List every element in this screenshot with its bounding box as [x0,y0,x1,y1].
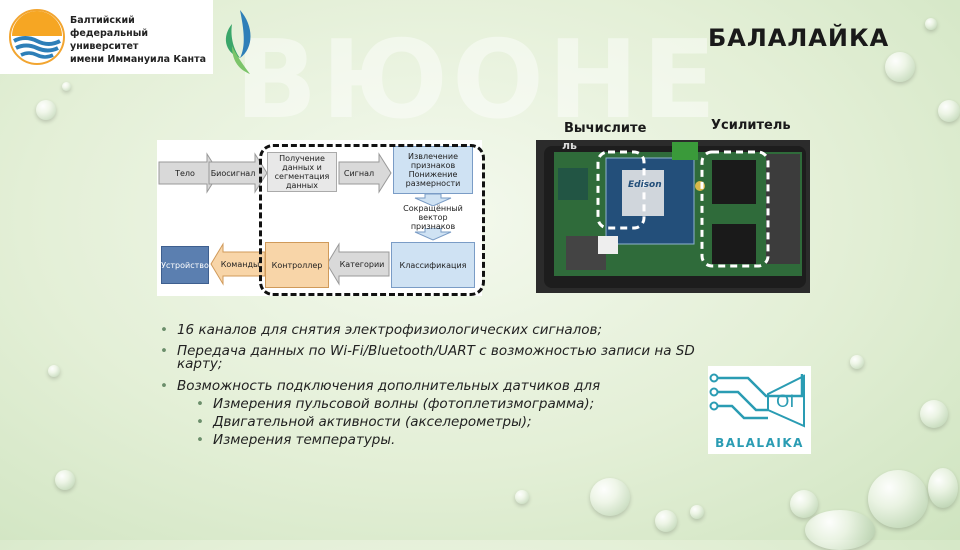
balalaika-logo-mark: OI [776,392,795,412]
water-drop [62,82,71,91]
edison-chip-label: Edison [628,180,662,190]
bullet-icon: • [160,378,168,394]
diagram-block-biosignal: Биосигнал [210,168,256,178]
water-drop [805,510,875,550]
bullet-icon: • [160,343,168,359]
diagram-block-features: Извлечение признаков Понижение размернос… [393,146,473,194]
bullet-icon: • [196,414,204,430]
leaf-emblem-icon [225,10,251,74]
list-item-text: Двигательной активности (акселерометры); [212,414,532,430]
block-diagram: Тело Биосигнал Получение данных и сегмен… [157,140,485,296]
diagram-block-device: Устройство [161,246,209,284]
board-photo: Edison [536,140,810,293]
diagram-dashed-outline [259,144,485,296]
water-drop [850,355,864,369]
balalaika-logo-wordmark: BALALAIKA [715,436,804,450]
list-item-text: Передача данных по Wi-Fi/Bluetooth/UART … [176,343,695,359]
list-item: • Измерения температуры. [196,432,395,448]
diagram-block-commands: Команды [220,259,260,269]
list-item: • Измерения пульсовой волны (фотоплетизмо… [196,396,594,412]
bullet-icon: • [196,396,204,412]
list-item: карту; [177,356,222,372]
diagram-block-classify: Классификация [391,242,475,288]
water-drop [885,52,915,82]
board-photo-illustration [536,140,810,293]
water-drop [790,490,818,518]
water-drop [48,365,60,377]
water-drop [868,470,928,528]
computer-label-text: Вычислите [564,121,647,136]
water-drop [55,470,75,490]
diagram-block-categories: Категории [339,259,385,269]
water-drop [36,100,56,120]
balalaika-logo-icon [709,373,805,428]
list-item-text: Возможность подключения дополнительных д… [176,378,601,394]
list-item-text: Измерения температуры. [212,432,396,448]
diagram-block-signal: Сигнал [343,168,375,178]
list-item: • 16 каналов для снятия электрофизиологич… [160,322,602,338]
water-drop [590,478,630,516]
slide-title: БАЛАЛАЙКА [708,24,890,52]
water-drop [928,468,958,508]
list-item-text: Измерения пульсовой волны (фотоплетизмог… [212,396,595,412]
diagram-block-acquire: Получение данных и сегментация данных [267,152,337,192]
diagram-block-reduced: Сокращённый вектор признаков [397,204,469,231]
list-item-text: 16 каналов для снятия электрофизиологиче… [176,322,603,338]
computer-label-cont: ль [562,139,578,152]
diagram-block-controller: Контроллер [265,242,329,288]
university-name-line: федеральный университет [70,28,148,52]
list-item-text: карту; [177,356,223,372]
water-drop [938,100,960,122]
university-logo-icon [9,9,65,65]
university-logo-box: Балтийский федеральный университет имени… [0,0,213,74]
list-item: • Двигательной активности (акселерометры)… [196,414,532,430]
computer-label: Вычислите [564,121,646,136]
background-ghost-text: ВЮОНЕ [235,18,721,143]
water-drop [515,490,529,504]
diagram-block-body: Тело [175,168,195,178]
university-name-line: Балтийский [70,15,135,26]
bullet-icon: • [160,322,168,338]
water-drop [655,510,677,532]
university-name: Балтийский федеральный университет имени… [70,14,210,66]
water-drop [690,505,704,519]
amplifier-label: Усилитель [711,118,791,133]
list-item: • Передача данных по Wi-Fi/Bluetooth/UART… [160,343,695,359]
bullet-icon: • [196,432,204,448]
diagram-arrows [158,152,452,286]
balalaika-logo: OI BALALAIKA [708,366,811,454]
list-item: • Возможность подключения дополнительных … [160,378,600,394]
water-drop [920,400,948,428]
water-drop [925,18,937,30]
university-name-line: имени Иммануила Канта [70,54,207,65]
